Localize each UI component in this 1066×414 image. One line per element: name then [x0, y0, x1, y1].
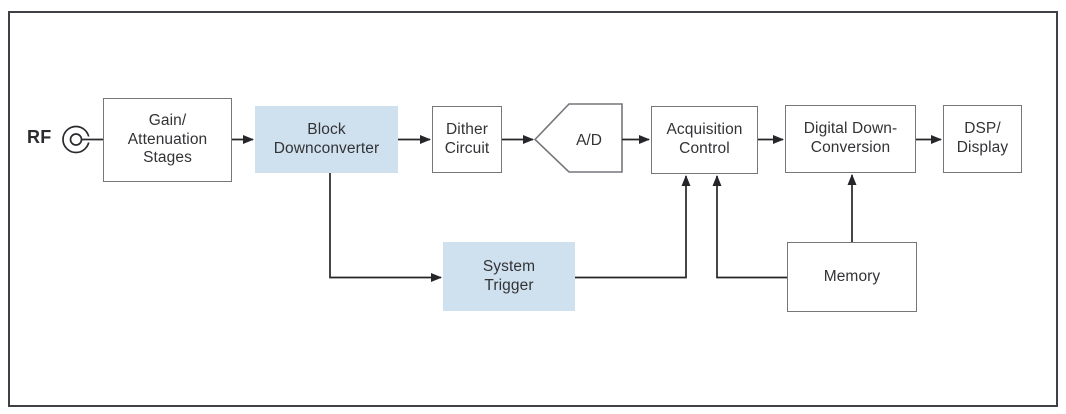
node-system-trigger: System Trigger [443, 242, 575, 311]
node-dsp-display: DSP/ Display [943, 105, 1022, 173]
node-acquisition-control: Acquisition Control [651, 106, 758, 174]
node-dither-circuit: Dither Circuit [432, 106, 502, 173]
node-memory: Memory [787, 242, 917, 312]
rf-input-label: RF [27, 127, 52, 147]
node-gain-attenuation-stages: Gain/ Attenuation Stages [103, 98, 232, 182]
diagram-frame [8, 11, 1058, 407]
node-digital-down-conversion: Digital Down- Conversion [785, 105, 916, 173]
node-block-downconverter: Block Downconverter [255, 106, 398, 173]
